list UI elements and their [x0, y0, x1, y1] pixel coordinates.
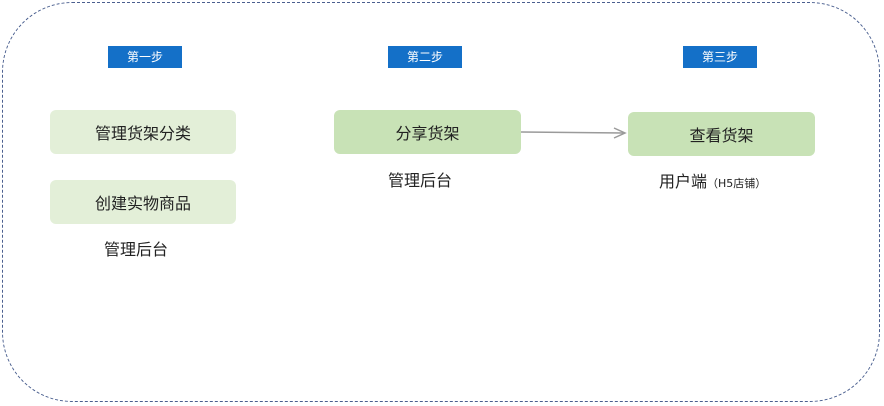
- step-3-label: 第三步: [683, 46, 757, 68]
- step-1-label: 第一步: [108, 46, 182, 68]
- create-product-box: 创建实物商品: [50, 180, 236, 224]
- h5-store-label: （H5店铺）: [707, 177, 767, 190]
- dashed-frame: [2, 2, 880, 402]
- col3-caption: 用户端（H5店铺）: [659, 168, 766, 192]
- user-end-label: 用户端: [659, 172, 708, 191]
- step-2-label: 第二步: [388, 46, 462, 68]
- col2-caption: 管理后台: [388, 171, 453, 190]
- col1-caption: 管理后台: [104, 240, 169, 259]
- view-shelf-box: 查看货架: [628, 112, 815, 156]
- manage-shelf-category-box: 管理货架分类: [50, 110, 236, 154]
- share-shelf-box: 分享货架: [334, 110, 521, 154]
